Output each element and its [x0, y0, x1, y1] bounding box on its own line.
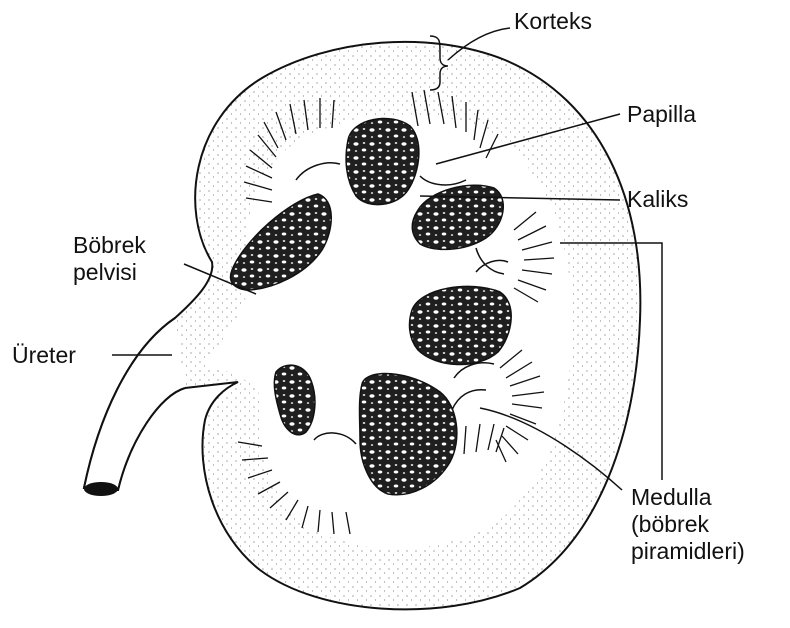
label-bobrek-pelvisi: Böbrek pelvisi: [73, 232, 146, 286]
label-medulla-line-2: (böbrek: [631, 511, 745, 538]
ureter-opening: [84, 482, 118, 496]
label-medulla-line-1: Medulla: [631, 484, 745, 511]
label-ureter: Üreter: [12, 342, 76, 369]
label-bobrek-pelvisi-line-2: pelvisi: [73, 259, 146, 286]
label-bobrek-pelvisi-line-1: Böbrek: [73, 232, 146, 259]
pyramid-middle-right: [410, 286, 512, 364]
label-papilla: Papilla: [627, 101, 696, 128]
label-medulla-line-3: piramidleri): [631, 538, 745, 565]
ureter-tube: [84, 318, 185, 490]
label-korteks: Korteks: [514, 8, 592, 35]
label-kaliks: Kaliks: [627, 186, 688, 213]
label-medulla: Medulla (böbrek piramidleri): [631, 484, 745, 565]
